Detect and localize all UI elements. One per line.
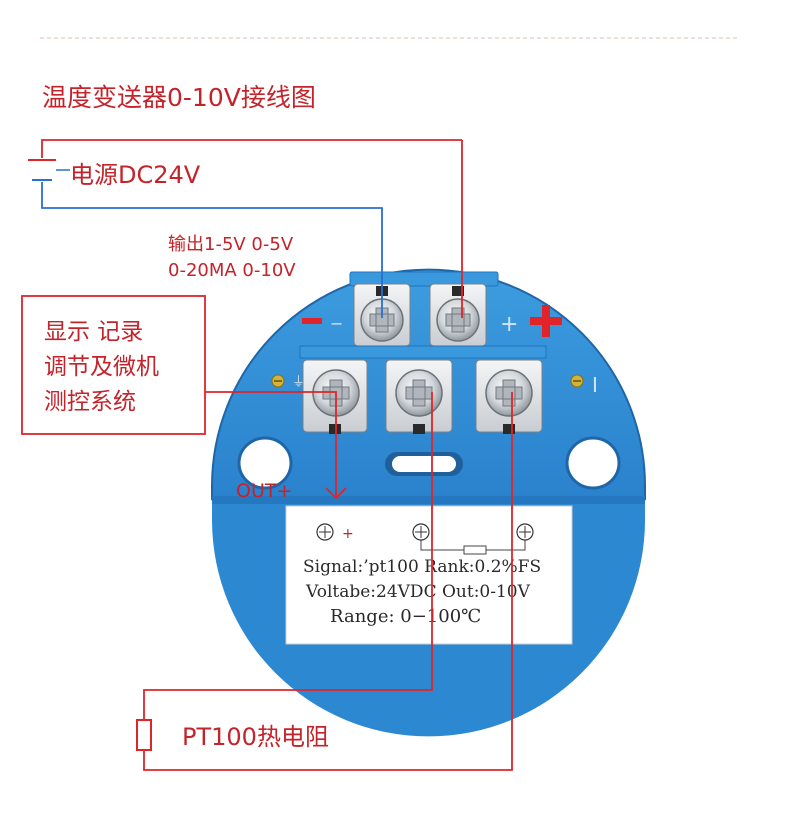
plus-marker xyxy=(530,305,562,337)
out-plus-label: OUT+ xyxy=(236,480,292,502)
sensor-wire-a xyxy=(143,392,433,720)
plate-plus-mark: + xyxy=(342,526,354,542)
terminal-plus xyxy=(429,283,487,347)
pt100-resistor-symbol xyxy=(136,719,152,751)
mounting-hole-right xyxy=(565,436,621,490)
sensor-mark: I xyxy=(592,373,598,397)
minus-marker xyxy=(302,318,322,324)
transmitter-device: ⏚ I − + xyxy=(211,268,646,737)
plate-voltage: Voltabe:24VDC Out:0-10V xyxy=(305,582,531,602)
display-box-line2: 调节及微机 xyxy=(44,354,159,380)
output-label-line2: 0-20MA 0-10V xyxy=(168,260,296,281)
display-box-line1: 显示 记录 xyxy=(44,319,143,345)
terminal-sensor-b xyxy=(475,359,543,434)
power-label: 电源DC24V xyxy=(70,161,201,189)
terminal-sensor-a xyxy=(385,359,453,434)
plate-signal: Signal:’pt100 Rank:0.2%FS xyxy=(303,557,541,577)
terminal-out xyxy=(302,359,368,434)
sensor-label: PT100热电阻 xyxy=(182,723,329,751)
mounting-hole-left xyxy=(237,436,293,490)
output-wire xyxy=(205,391,337,498)
output-arrow xyxy=(325,487,347,500)
label-plate: + Signal:’pt100 Rank:0.2%FS Voltabe:24VD… xyxy=(285,505,573,645)
display-box-line3: 测控系统 xyxy=(44,389,136,415)
ground-mark: ⏚ xyxy=(292,375,305,390)
output-label-line1: 输出1-5V 0-5V xyxy=(168,234,294,255)
sensor-wire-b xyxy=(143,392,513,771)
plate-range: Range: 0−100℃ xyxy=(330,606,481,627)
emboss-plus: + xyxy=(500,312,518,337)
emboss-minus: − xyxy=(330,314,343,333)
display-system-box xyxy=(21,295,206,435)
power-negative-wire xyxy=(41,182,383,318)
power-positive-wire xyxy=(41,139,462,158)
diagram-title: 温度变送器0-10V接线图 xyxy=(42,83,316,112)
